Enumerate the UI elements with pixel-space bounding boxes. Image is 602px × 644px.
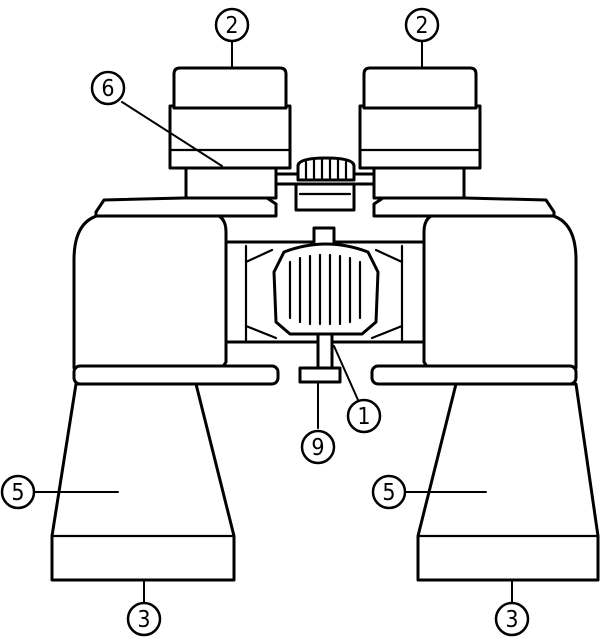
eyepiece-left — [168, 66, 292, 200]
callout-label: 5 — [382, 480, 395, 506]
callout-label: 2 — [225, 13, 238, 39]
prism-housing-left — [72, 194, 278, 370]
callout-eyecup-right: 2 — [404, 7, 440, 43]
callout-label: 3 — [505, 607, 518, 633]
lower-frame-band — [72, 364, 578, 386]
objective-barrel-left — [50, 382, 236, 582]
callout-barrel-right: 5 — [371, 474, 407, 510]
callout-objective-rim-right: 3 — [494, 601, 530, 637]
leader-lines — [33, 41, 513, 603]
callout-label: 6 — [101, 76, 114, 102]
callout-objective-rim-left: 3 — [126, 601, 162, 637]
center-top-knob — [296, 156, 356, 182]
callout-label: 1 — [357, 404, 370, 430]
callout-label: 5 — [11, 480, 24, 506]
focus-wheel — [272, 242, 380, 336]
objective-barrel-right — [416, 382, 600, 582]
eyepiece-right — [358, 66, 482, 200]
callout-label: 9 — [311, 435, 324, 461]
callout-eyecup-left: 2 — [214, 7, 250, 43]
prism-housing-right — [372, 194, 578, 370]
callout-hinge: 9 — [300, 429, 336, 465]
callout-focus-wheel: 1 — [346, 398, 382, 434]
callout-diopter-ring: 6 — [90, 70, 126, 106]
callout-barrel-left: 5 — [0, 474, 36, 510]
callout-label: 3 — [137, 607, 150, 633]
callout-label: 2 — [415, 13, 428, 39]
